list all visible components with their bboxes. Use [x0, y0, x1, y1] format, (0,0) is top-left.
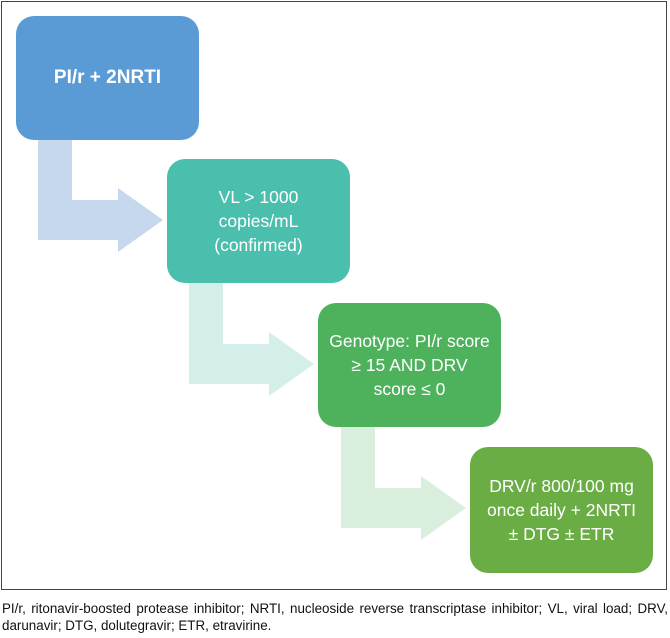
step-box-regimen: PI/r + 2NRTI	[16, 16, 199, 140]
arrow-2	[189, 283, 314, 396]
step-box-genotype: Genotype: PI/r score ≥ 15 AND DRV score …	[318, 303, 501, 427]
figure-caption: PI/r, ritonavir-boosted protease inhibit…	[2, 601, 668, 633]
arrow-3	[341, 427, 466, 540]
step-label: PI/r + 2NRTI	[53, 67, 162, 88]
step-box-new-regimen: DRV/r 800/100 mg once daily + 2NRTI ± DT…	[470, 447, 653, 573]
step-box-viral-load: VL > 1000 copies/mL (confirmed)	[167, 159, 350, 283]
step-label: VL > 1000 copies/mL (confirmed)	[214, 187, 303, 255]
step-label: DRV/r 800/100 mg once daily + 2NRTI ± DT…	[487, 476, 636, 544]
arrow-1	[38, 140, 163, 252]
step-label: Genotype: PI/r score ≥ 15 AND DRV score …	[329, 331, 490, 399]
